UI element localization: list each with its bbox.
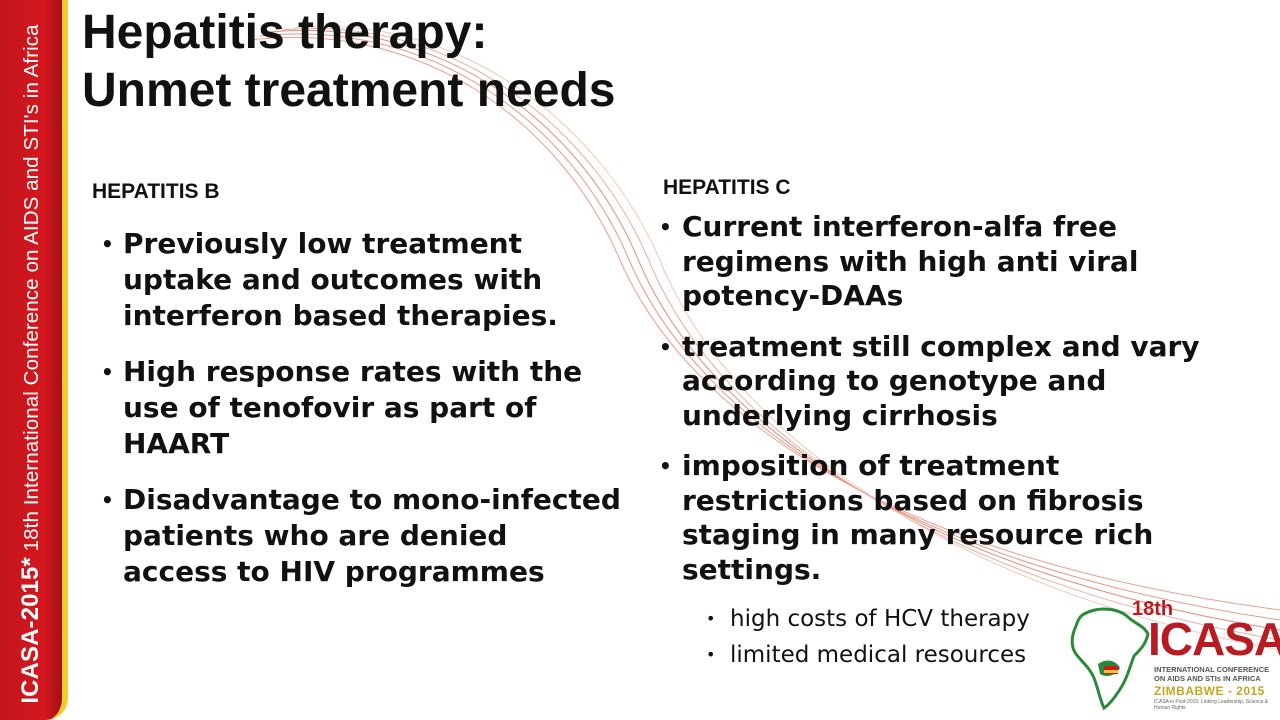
bullet-icon: • bbox=[101, 360, 114, 384]
sub-list-item: •limited medical resources bbox=[706, 637, 1086, 673]
logo-subtitle: INTERNATIONAL CONFERENCE ON AIDS AND STI… bbox=[1154, 665, 1270, 683]
bullet-icon: • bbox=[659, 215, 672, 239]
logo-tagline: ICASA in Post-2015: Linking Leadership, … bbox=[1154, 699, 1269, 711]
hepatitis-c-sub-list: •high costs of HCV therapy •limited medi… bbox=[706, 601, 1086, 673]
hepatitis-c-heading: HEPATITIS C bbox=[663, 176, 791, 199]
africa-map-icon bbox=[1070, 607, 1150, 711]
hepatitis-c-list: •Current interferon-alfa free regimens w… bbox=[659, 210, 1209, 603]
bullet-icon: • bbox=[101, 232, 114, 256]
icasa-logo: 18th ICASA INTERNATIONAL CONFERENCE ON A… bbox=[1060, 596, 1280, 720]
hepatitis-b-heading: HEPATITIS B bbox=[92, 180, 220, 203]
conference-label: ICASA-2015* 18th International Conferenc… bbox=[17, 24, 44, 704]
hepatitis-b-list: •Previously low treatment uptake and out… bbox=[101, 226, 621, 610]
title-line-1: Hepatitis therapy: bbox=[82, 6, 488, 59]
logo-edition: 18th bbox=[1132, 598, 1174, 620]
list-item: •Disadvantage to mono-infected patients … bbox=[101, 483, 621, 588]
bullet-icon: • bbox=[101, 488, 114, 512]
list-item: •Current interferon-alfa free regimens w… bbox=[659, 210, 1139, 312]
bullet-icon: • bbox=[659, 334, 672, 359]
title-line-2: Unmet treatment needs bbox=[82, 64, 616, 117]
list-item: •treatment still complex and vary accord… bbox=[659, 329, 1200, 432]
list-item: •Previously low treatment uptake and out… bbox=[101, 227, 558, 332]
sub-list-item: •high costs of HCV therapy bbox=[706, 601, 1086, 637]
logo-host: ZIMBABWE - 2015 bbox=[1154, 684, 1265, 698]
bullet-icon: • bbox=[659, 454, 672, 478]
sidebar-band: ICASA-2015* 18th International Conferenc… bbox=[0, 0, 68, 720]
bullet-icon: • bbox=[706, 645, 716, 664]
bullet-icon: • bbox=[706, 609, 716, 628]
list-item: •High response rates with the use of ten… bbox=[101, 355, 583, 460]
slide-title: Hepatitis therapy: Unmet treatment needs bbox=[82, 4, 615, 120]
list-item: •imposition of treatment restrictions ba… bbox=[659, 449, 1154, 586]
logo-name: ICASA bbox=[1148, 613, 1280, 665]
